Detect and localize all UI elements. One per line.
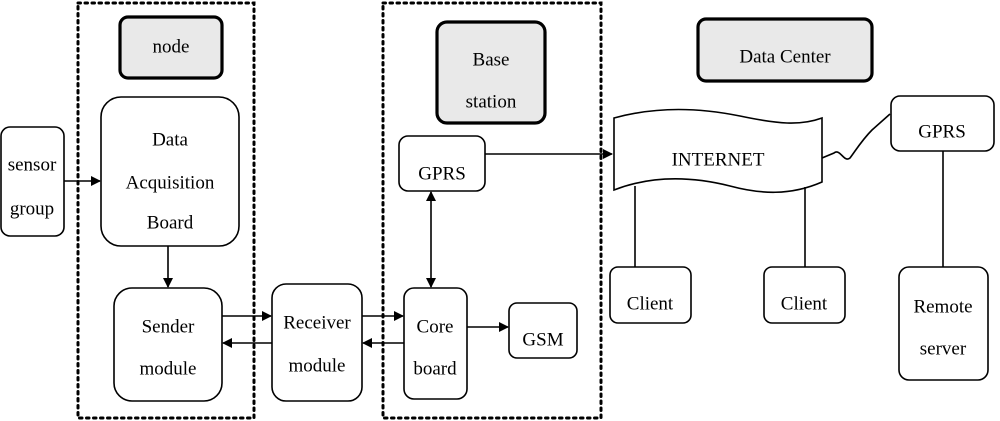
base-station-header-line-2: station bbox=[466, 91, 517, 112]
remote-server-block: Remote server bbox=[898, 266, 989, 381]
client-2-block: Client bbox=[763, 266, 846, 324]
core-board-line-1: Core bbox=[417, 316, 454, 337]
gprs-remote-block: GPRS bbox=[890, 95, 995, 152]
wireless-link-internet-to-gprs bbox=[821, 113, 891, 160]
base-station-header-line-1: Base bbox=[473, 49, 510, 70]
remote-server-line-2: server bbox=[920, 338, 967, 359]
data-acquisition-board-line-1: Data bbox=[152, 129, 188, 150]
node-group-frame bbox=[76, 1, 256, 420]
sensor-group-line-1: sensor bbox=[8, 154, 57, 175]
client-2-label: Client bbox=[781, 293, 828, 314]
client-1-label: Client bbox=[627, 293, 674, 314]
gprs-base-block: GPRS bbox=[398, 135, 486, 192]
node-header: node bbox=[118, 15, 224, 80]
sensor-group-block: sensor group bbox=[0, 126, 65, 237]
node-header-label: node bbox=[153, 36, 190, 57]
gsm-label: GSM bbox=[522, 329, 563, 350]
core-board-line-2: board bbox=[413, 358, 457, 379]
client-1-block: Client bbox=[609, 266, 692, 324]
remote-server-line-1: Remote bbox=[913, 296, 972, 317]
core-board-block: Core board bbox=[403, 287, 468, 400]
sender-module-block: Sender module bbox=[113, 287, 223, 402]
base-station-group-frame bbox=[381, 1, 603, 420]
gprs-base-label: GPRS bbox=[418, 163, 466, 184]
receiver-module-line-2: module bbox=[289, 355, 346, 376]
receiver-module-line-1: Receiver bbox=[283, 312, 351, 333]
data-acquisition-board-block: Data Acquisition Board bbox=[100, 96, 240, 247]
receiver-module-block: Receiver module bbox=[271, 283, 363, 402]
data-acquisition-board-line-2: Acquisition bbox=[126, 172, 215, 193]
internet-label: INTERNET bbox=[672, 149, 765, 170]
data-acquisition-board-line-3: Board bbox=[147, 212, 194, 233]
gsm-block: GSM bbox=[508, 302, 578, 359]
data-center-header: Data Center bbox=[696, 17, 874, 83]
sensor-group-line-2: group bbox=[10, 198, 54, 219]
internet-cloud: INTERNET bbox=[613, 108, 823, 194]
base-station-header: Base station bbox=[435, 20, 547, 125]
sender-module-line-2: module bbox=[140, 358, 197, 379]
sender-module-line-1: Sender bbox=[142, 316, 195, 337]
gprs-remote-label: GPRS bbox=[918, 121, 966, 142]
data-center-header-label: Data Center bbox=[739, 46, 831, 67]
